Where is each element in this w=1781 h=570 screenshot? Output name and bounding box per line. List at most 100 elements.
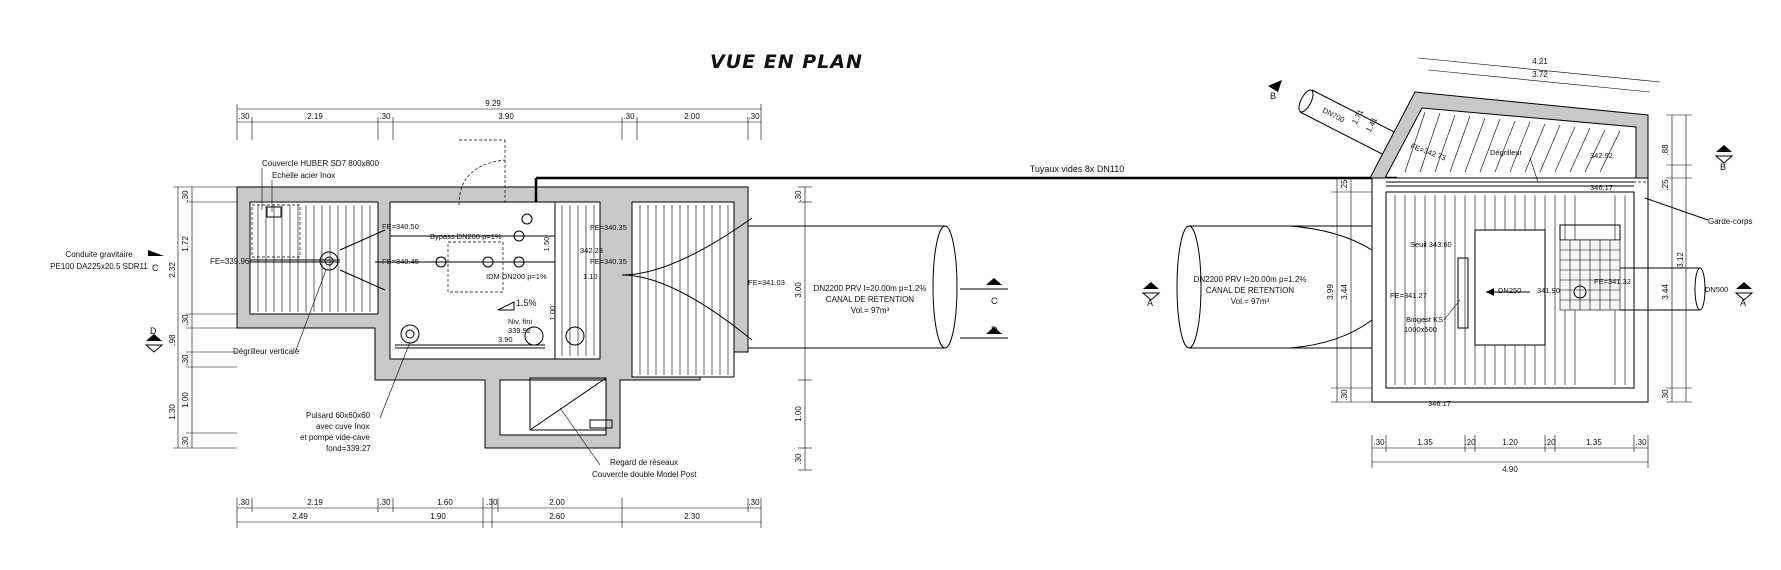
- canal-right-line-1: DN2200 PRV l=20.00m p=1.2%: [1194, 275, 1307, 284]
- label-fe-34103: FE=341.03: [748, 278, 785, 287]
- dim-left-bottom: .30: [748, 498, 760, 507]
- dim-left-side: .30: [181, 190, 190, 202]
- dim-right-bottom-total: 4.90: [1502, 465, 1518, 474]
- dim-right-side: .88: [1661, 144, 1670, 156]
- label-seuil: Seuil 343.60: [1410, 240, 1452, 249]
- label-dim-150: 1.50: [542, 237, 551, 252]
- dim-right-side: .30: [1661, 389, 1670, 401]
- dim-left-right: .30: [794, 190, 803, 202]
- left-plan-labels: Couvercle HUBER SD7 800x800 Echelle acie…: [50, 159, 785, 479]
- dim-left-side: .98: [168, 334, 177, 346]
- section-c-left: C: [152, 263, 159, 273]
- label-lvl-34223: 342.23: [580, 246, 603, 255]
- label-degrilleur: Dégrilleur verticale: [233, 347, 300, 356]
- label-conduite-1: Conduite gravitaire: [65, 250, 133, 259]
- dim-right-bottom: 1.20: [1502, 438, 1518, 447]
- left-plan-right-dims: .30 3.00 1.00 .30: [794, 186, 812, 471]
- right-side-dimensions: .88 .25 3.12 3.44 .30 .25 3.99 3.44 .30: [1326, 114, 1692, 403]
- dim-left-right: 3.00: [794, 282, 803, 298]
- label-fe-34273: FE=342.73: [1409, 141, 1447, 162]
- dim-left-right: .30: [794, 453, 803, 465]
- dim-left-top: .30: [379, 112, 391, 121]
- dim-right-left: .25: [1340, 179, 1349, 191]
- canal-left-line-1: DN2200 PRV l=20.00m p=1.2%: [814, 284, 927, 293]
- dim-left-top: .30: [623, 112, 635, 121]
- section-a-left: A: [1147, 298, 1153, 308]
- dim-right-left: 3.44: [1340, 284, 1349, 300]
- label-lvl-341: 341.90: [1537, 286, 1560, 295]
- dim-left-right: 1.00: [794, 406, 803, 422]
- dim-left-side: 1.00: [181, 392, 190, 408]
- label-degrilleur-right: Dégrilleur: [1490, 148, 1523, 157]
- dim-left-bottom-2: 2.30: [684, 512, 700, 521]
- section-c-right: C: [991, 296, 998, 306]
- label-lvl-34617-a: 346.17: [1590, 183, 1613, 192]
- dim-right-side: .25: [1661, 179, 1670, 191]
- label-fe-34127: FE=341.27: [1390, 291, 1427, 300]
- label-dn250: DN250: [1498, 286, 1521, 295]
- label-echelle: Echelle acier Inox: [272, 171, 335, 180]
- label-regard: Regard de réseaux: [610, 458, 678, 467]
- dim-left-bottom-2: 1.90: [430, 512, 446, 521]
- dim-left-bottom: 2.00: [549, 498, 565, 507]
- dim-left-side: .30: [181, 436, 190, 448]
- tuyaux-vides: Tuyaux vides 8x DN110: [534, 164, 1397, 202]
- left-bottom-dimensions: .30 2.19 .30 1.60 .30 2.00 .30 2.49 1.90…: [236, 498, 762, 528]
- dim-right-bottom: .20: [1464, 438, 1476, 447]
- right-bottom-dimensions: .30 1.35 .20 1.20 .20 1.35 .30 4.90: [1371, 435, 1649, 474]
- label-fe-34050: FE=340.50: [382, 222, 419, 231]
- dim-right-left: .30: [1340, 389, 1349, 401]
- dim-right-bottom: .30: [1635, 438, 1647, 447]
- label-dim-100: 1.00: [548, 306, 557, 321]
- dim-right-bottom: 1.35: [1417, 438, 1433, 447]
- dim-left-top: .30: [748, 112, 760, 121]
- dim-right-side: 3.12: [1676, 252, 1685, 268]
- section-a-right: A: [1740, 298, 1746, 308]
- right-structure: [1298, 89, 1709, 403]
- section-markers: C D C D A A B B: [144, 80, 1754, 353]
- canal-left-line-2: CANAL DE RETENTION: [826, 295, 914, 304]
- dim-left-side: 1.72: [181, 236, 190, 252]
- dim-left-side: .30: [181, 354, 190, 366]
- dim-right-side: 3.44: [1661, 284, 1670, 300]
- label-couvercle-huber: Couvercle HUBER SD7 800x800: [262, 159, 379, 168]
- label-fe-34035-a: FE=340.35: [590, 223, 627, 232]
- label-niv-1: Niv. fini: [508, 317, 532, 326]
- dim-left-bottom: .30: [486, 498, 498, 507]
- dim-left-side: 2.32: [168, 262, 177, 278]
- canal-right-line-2: CANAL DE RETENTION: [1206, 286, 1294, 295]
- dim-left-side: .30: [181, 314, 190, 326]
- label-pulsard-2: avec cuve Inox: [316, 422, 369, 431]
- label-dim-390: 3.90: [498, 335, 513, 344]
- label-idm: IDM DN200 p=1%: [486, 272, 547, 281]
- dim-left-total: 9.29: [485, 99, 501, 108]
- label-garde-corps: Garde-corps: [1708, 217, 1752, 226]
- dim-left-top: .30: [238, 112, 250, 121]
- dim-left-top: 3.90: [498, 112, 514, 121]
- label-lvl-34292: 342.92: [1590, 151, 1613, 160]
- dim-right-bottom: .20: [1544, 438, 1556, 447]
- label-bypass: Bypass DN200 p=1%: [430, 232, 502, 241]
- label-fe-34035-b: FE=340.35: [590, 257, 627, 266]
- dim-left-bottom: .30: [238, 498, 250, 507]
- label-fe-34045: FE=340.45: [382, 257, 419, 266]
- section-b-right: B: [1720, 162, 1726, 172]
- dim-left-bottom: .30: [379, 498, 391, 507]
- label-lvl-34617-b: 346.17: [1428, 399, 1451, 408]
- label-pulsard-4: fond=339.27: [326, 444, 371, 453]
- left-top-dimensions: 9.29 .30 2.19 .30 3.90 .30 2.00 .30: [236, 99, 762, 140]
- label-fe-33996: FE=339.96: [210, 257, 250, 266]
- dim-left-bottom-2: 2.49: [292, 512, 308, 521]
- dim-right-top: 3.72: [1532, 70, 1548, 79]
- dim-right-left: 3.99: [1326, 284, 1335, 300]
- dim-left-bottom-2: 2.60: [549, 512, 565, 521]
- label-dn700: DN700: [1321, 106, 1346, 125]
- canal-left-line-3: Vol.= 97m³: [851, 306, 890, 315]
- label-pulsard-1: Pulsard 60x60x60: [306, 411, 371, 420]
- dim-left-top: 2.19: [307, 112, 323, 121]
- section-b-top: B: [1270, 91, 1276, 101]
- label-conduite-2: PE100 DA225x20.5 SDR11: [50, 262, 148, 271]
- drawing-title: VUE EN PLAN: [710, 51, 863, 73]
